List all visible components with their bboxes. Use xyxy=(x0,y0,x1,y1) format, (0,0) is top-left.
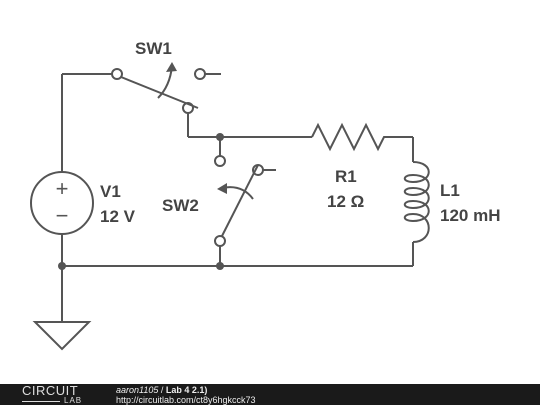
l1-value: 120 mH xyxy=(440,206,500,225)
circuitlab-logo[interactable]: CIRCUIT LAB xyxy=(0,384,108,405)
inductor-l1: L1 120 mH xyxy=(403,161,500,243)
v1-minus-sign: − xyxy=(56,203,69,228)
circuit-schematic: SW1 SW2 + − V1 12 V R1 12 Ω L1 120 mH xyxy=(30,39,500,351)
footer-title-line: aaron1105 / Lab 4 2.1) xyxy=(116,385,256,395)
sw1-arrowhead xyxy=(166,62,177,72)
l1-coil xyxy=(403,161,430,243)
circuit-title: Lab 4 2.1) xyxy=(165,385,208,395)
circuit-url[interactable]: http://circuitlab.com/ct8y6hgkcck73 xyxy=(116,395,256,405)
junction-node xyxy=(58,262,66,270)
sw1-label: SW1 xyxy=(135,39,172,58)
v1-label: V1 xyxy=(100,182,121,201)
switch-sw1: SW1 xyxy=(111,39,221,114)
voltage-source-v1: + − V1 12 V xyxy=(30,171,136,235)
r1-zigzag xyxy=(311,122,390,152)
switch-sw2: SW2 xyxy=(162,155,276,247)
sw2-blade xyxy=(221,164,259,237)
r1-value: 12 Ω xyxy=(327,192,364,211)
sw1-blade xyxy=(120,76,199,109)
logo-wordmark-lab: LAB xyxy=(64,396,83,405)
junction-node xyxy=(216,133,224,141)
sw2-arrowhead xyxy=(217,183,227,194)
title-separator: / xyxy=(158,385,166,395)
sw1-terminal xyxy=(111,68,123,80)
wires xyxy=(61,73,414,322)
logo-resistor-line xyxy=(22,398,60,402)
sw2-label: SW2 xyxy=(162,196,199,215)
logo-wordmark-circuit: CIRCUIT xyxy=(22,383,79,398)
author-link[interactable]: aaron1105 xyxy=(116,385,159,395)
resistor-r1: R1 12 Ω xyxy=(311,122,390,211)
junction-node xyxy=(216,262,224,270)
l1-label: L1 xyxy=(440,181,460,200)
v1-plus-sign: + xyxy=(56,176,69,201)
r1-label: R1 xyxy=(335,167,357,186)
footer-bar: CIRCUIT LAB aaron1105 / Lab 4 2.1) http:… xyxy=(0,384,540,405)
sw2-terminal xyxy=(214,155,226,167)
v1-value: 12 V xyxy=(100,207,136,226)
footer-meta: aaron1105 / Lab 4 2.1) http://circuitlab… xyxy=(116,385,256,405)
ground-symbol xyxy=(32,321,92,351)
v1-body xyxy=(30,171,94,235)
sw2-terminal xyxy=(214,235,226,247)
sw1-terminal xyxy=(194,68,206,80)
